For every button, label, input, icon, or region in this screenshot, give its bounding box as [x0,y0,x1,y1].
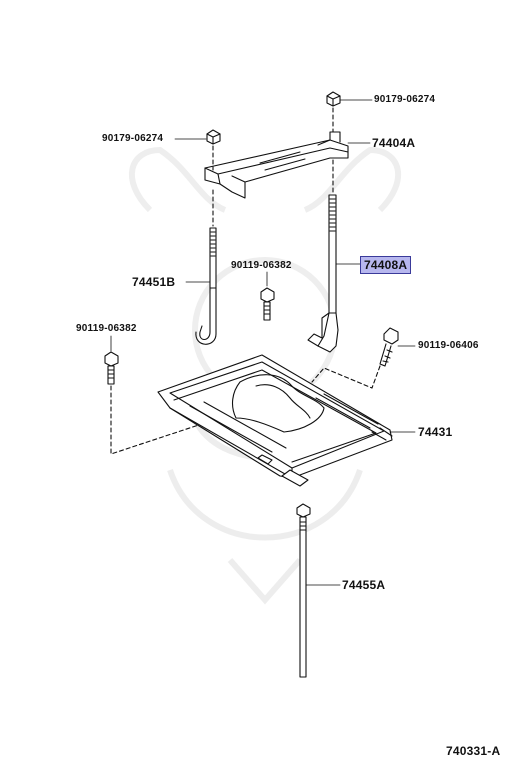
label-bolt-left: 90119-06382 [76,323,137,334]
bolt-right [379,327,399,367]
battery-tray [157,354,393,487]
hold-down-clamp [204,131,349,199]
figure-number: 740331-A [446,744,501,758]
label-hold-down-clamp: 74404A [372,136,416,150]
label-bolt-right: 90119-06406 [418,340,479,351]
nut-top-right [326,91,341,107]
label-battery-tray: 74431 [418,425,453,439]
nut-top-left [206,129,221,145]
label-bolt-top-right: 90179-06274 [374,94,436,105]
hook-rod-bottom [296,503,311,678]
leader-lines [110,99,416,586]
label-rod-bottom: 74455A [342,578,386,592]
label-bolt-top-left: 90179-06274 [102,133,164,144]
label-bolt-center: 90119-06382 [231,260,292,271]
label-rod-left: 74451B [132,275,176,289]
label-rod-right-highlighted[interactable]: 74408A [360,256,412,274]
bolt-center [260,287,275,321]
bolt-left [104,351,119,385]
hook-rod-left [195,227,217,345]
hook-rod-right [307,194,339,353]
